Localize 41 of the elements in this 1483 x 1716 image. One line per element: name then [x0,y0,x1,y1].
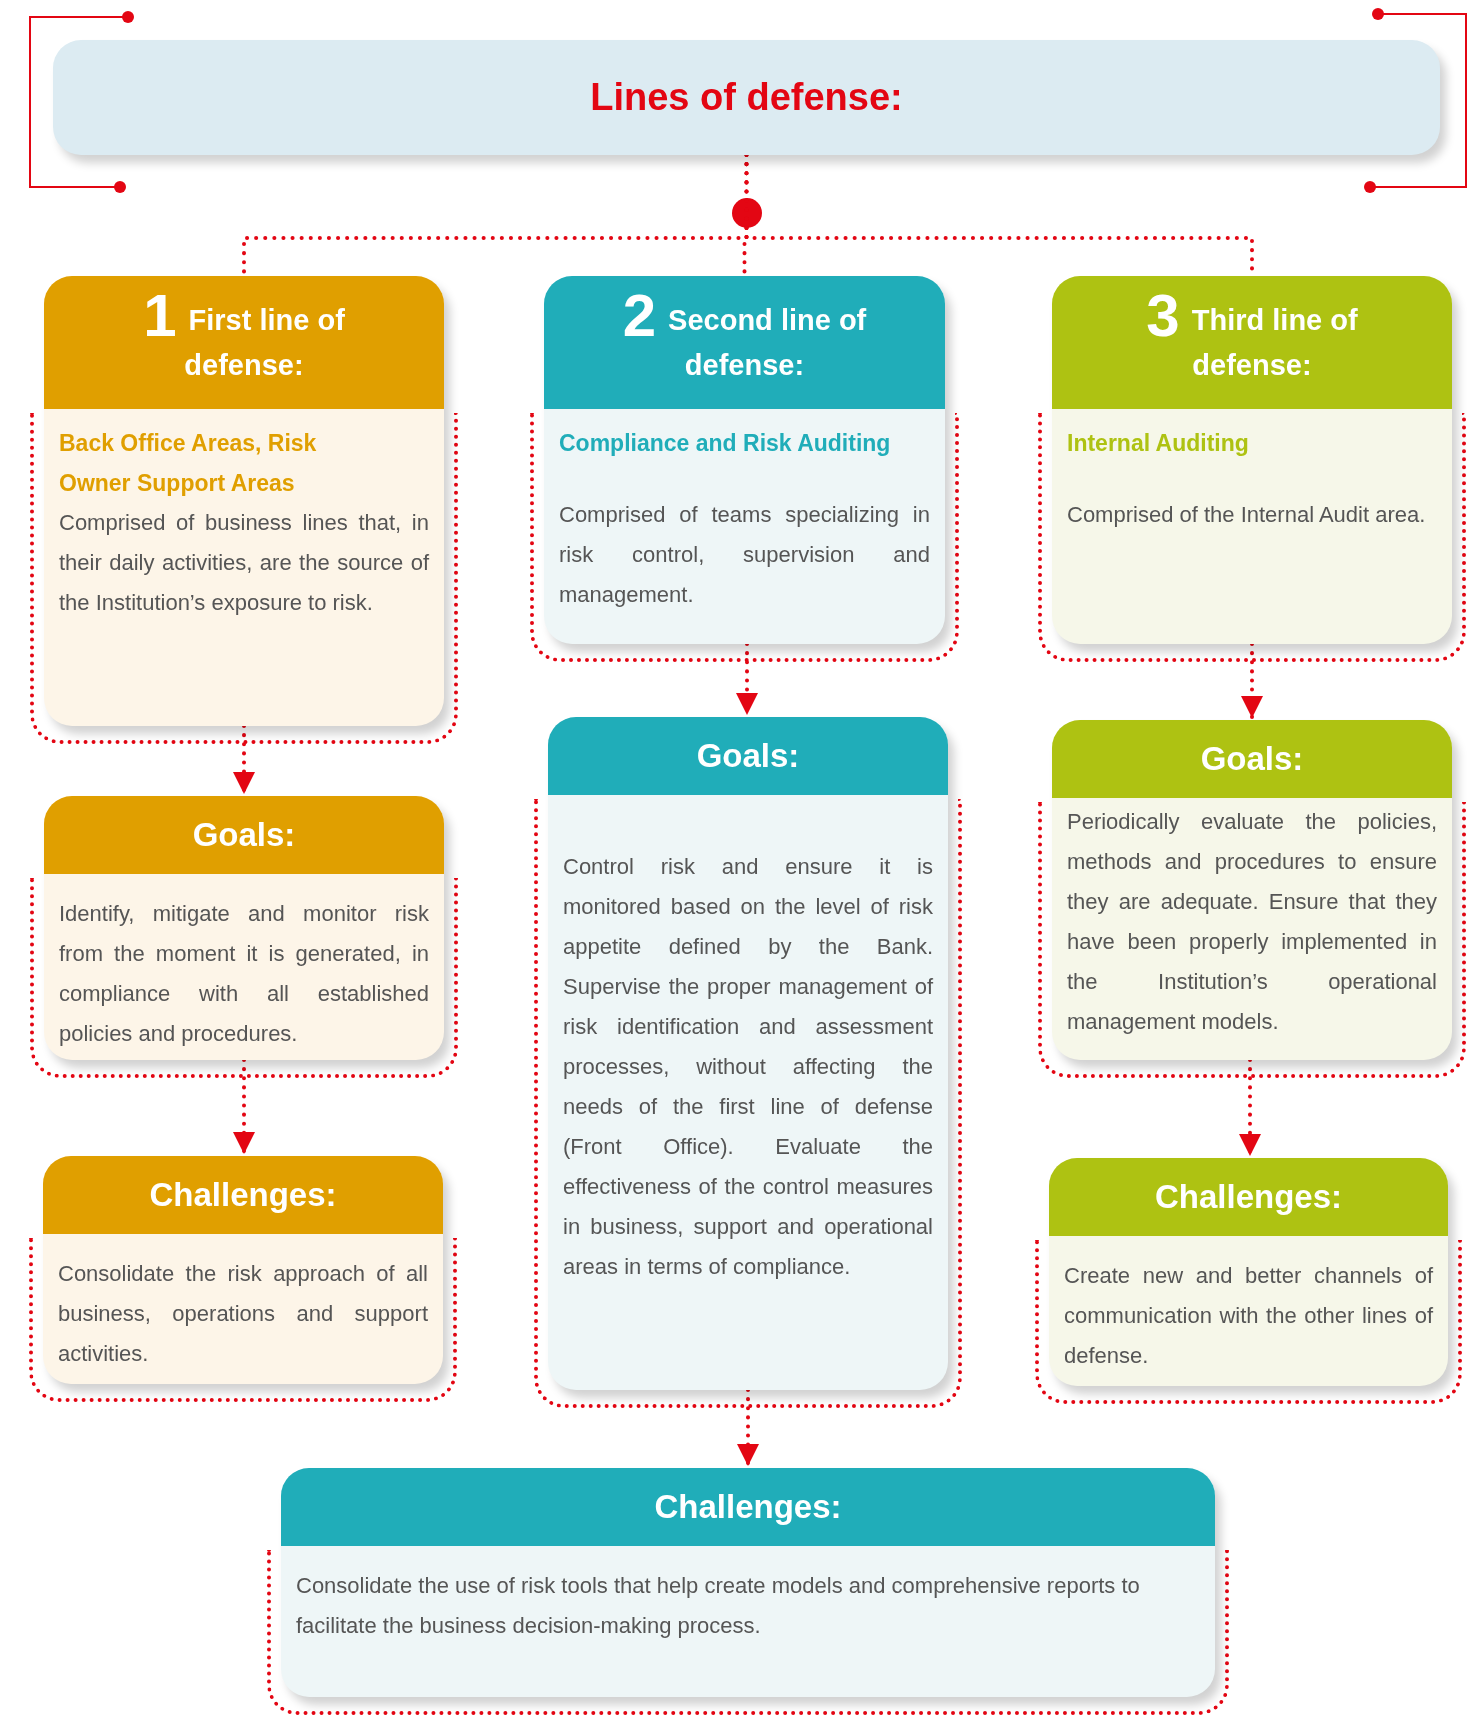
line-number: 2 [622,281,657,349]
description: Comprised of business lines that, in their daily activities, are the source of the Institution’s exposure to risk. [59,509,429,617]
description: Comprised of teams specializing in risk control, supervision and management. [559,501,930,609]
arrow [1241,642,1263,720]
subheading: Compliance and Risk Auditing [559,429,892,458]
line-number: 3 [1146,281,1180,349]
description: Identify, mitigate and monitor risk from the moment it is generated, in compliance with all established policies and procedures. [59,900,429,1048]
info-card [1052,720,1452,1060]
line-number: 1 [143,281,177,349]
section-heading: Challenges: [1154,1177,1342,1218]
arrow [737,1388,759,1468]
section-heading: Goals: [1200,739,1304,780]
info-card [1049,1158,1448,1386]
section-heading: Challenges: [654,1487,842,1528]
section-heading: Goals: [192,815,296,856]
info-card [281,1468,1215,1697]
section-heading: Challenges: [149,1175,337,1216]
arrow [1239,1058,1261,1158]
info-card [548,717,948,1390]
card-heading: First line of defense: [184,303,345,381]
info-card [43,1156,443,1384]
description: Consolidate the use of risk tools that help create models and comprehensive reports to facilitate the business decision-making process. [296,1572,1141,1640]
description: Comprised of the Internal Audit area. [1067,501,1427,529]
section-heading: Goals: [696,736,800,777]
info-card [44,796,444,1060]
defense-card [1052,276,1452,644]
arrow [736,642,758,717]
description: Consolidate the risk approach of all business, operations and support activities. [58,1260,428,1368]
title-banner [53,40,1440,155]
description: Periodically evaluate the policies, methods and procedures to ensure they are adequate. Ensure that they have been properly implemented in the Institution’s operational management models. [1067,808,1437,1036]
arrow [233,1058,255,1156]
subheading: Internal Auditing [1067,429,1250,458]
card-heading: Second line of defense: [668,303,867,381]
title: Lines of defense: [590,75,903,120]
description: Control risk and ensure it is monitored based on the level of risk appetite defined by the Bank. Supervise the proper management of risk identification and assessment processes, without affecting the needs of the first line of defense (Front Office). Evaluate the effectiveness of the control measures in business, support and operational areas in terms of compliance. [563,853,933,1281]
defense-card [44,276,444,726]
defense-card [544,276,945,644]
description: Create new and better channels of communication with the other lines of defense. [1064,1262,1433,1370]
card-heading: Third line of defense: [1191,303,1358,381]
arrow [233,724,255,796]
subheading: Back Office Areas, Risk Owner Support Areas [59,429,318,498]
